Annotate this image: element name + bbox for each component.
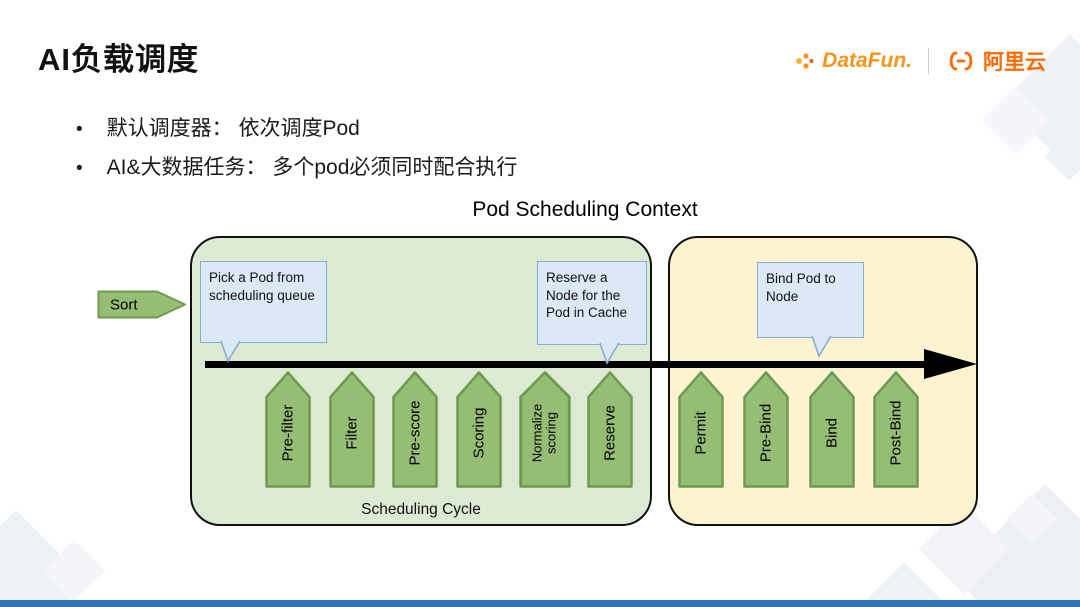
stage-permit: Permit [678,371,724,488]
callout-text: Bind Pod to Node [766,271,836,304]
callout-bind-pod: Bind Pod to Node [757,262,864,358]
sort-arrow-shape [97,290,186,319]
callout-tail [599,342,620,365]
diagram-title: Pod Scheduling Context [472,198,698,221]
bullet-dot: • [76,158,83,179]
callout-pick-pod: Pick a Pod from scheduling queue [200,261,327,363]
stage-label: Bind [823,417,841,449]
stage-pre-bind: Pre-Bind [743,371,789,488]
stage-pentagon-shape [743,371,789,488]
stage-post-bind: Post-Bind [873,371,919,488]
stage-pentagon-shape [873,371,919,488]
aliyun-logo-icon [949,51,973,71]
stage-label: Normalize scoring [529,403,559,463]
stage-reserve: Reserve [587,371,633,488]
sort-label: Sort [110,296,138,313]
bullet-text: 默认调度器： 依次调度Pod [106,117,360,140]
aliyun-logo: 阿里云 [945,46,1046,76]
datafun-logo: DataFun. [794,49,912,73]
stage-pentagon-shape [678,371,724,488]
sort-arrow: Sort [97,290,187,319]
stage-pentagon-shape [519,371,571,488]
datafun-logo-icon [796,53,814,69]
stage-pentagon-shape [456,371,502,488]
bullet-text: AI&大数据任务： 多个pod必须同时配合执行 [106,156,518,179]
bullet-item: • 默认调度器： 依次调度Pod [76,112,517,142]
stage-pentagon-shape [809,371,855,488]
logo-bar: DataFun. 阿里云 [794,46,1046,76]
aliyun-logo-text: 阿里云 [983,51,1046,74]
stage-pentagon-shape [587,371,633,488]
callout-tail [811,335,832,358]
stage-filter: Filter [329,371,375,488]
stage-scoring: Scoring [456,371,502,488]
scheduling-cycle-label: Scheduling Cycle [361,501,481,518]
stage-label: Permit [692,411,710,455]
bullet-list: • 默认调度器： 依次调度Pod • AI&大数据任务： 多个pod必须同时配合… [76,112,517,190]
page-title: AI负载调度 [38,42,199,77]
datafun-logo-text: DataFun. [822,49,912,72]
stage-label: Post-Bind [887,400,905,466]
stage-label: Filter [343,416,361,450]
bullet-item: • AI&大数据任务： 多个pod必须同时配合执行 [76,151,517,181]
callout-tail [220,340,241,363]
stage-pentagon-shape [392,371,438,488]
stage-pentagon-shape [329,371,375,488]
timeline-arrow [205,361,927,368]
stage-pre-filter: Pre-filter [265,371,311,488]
logo-separator [928,48,929,74]
callout-text: Pick a Pod from scheduling queue [209,270,315,303]
callout-reserve-node: Reserve a Node for the Pod in Cache [537,261,647,365]
stage-bind: Bind [809,371,855,488]
timeline-arrow-head [924,349,977,379]
stage-label: Pre-score [406,400,424,466]
bottom-accent-bar [0,600,1080,607]
bullet-dot: • [76,119,83,140]
stage-label: Pre-filter [279,404,297,462]
stage-label: Pre-Bind [757,403,775,463]
stage-pentagon-shape [265,371,311,488]
stage-label: Reserve [601,405,619,461]
stage-normalize-scoring: Normalize scoring [519,371,571,488]
stage-label: Scoring [470,407,488,459]
stage-pre-score: Pre-score [392,371,438,488]
callout-text: Reserve a Node for the Pod in Cache [546,270,628,321]
